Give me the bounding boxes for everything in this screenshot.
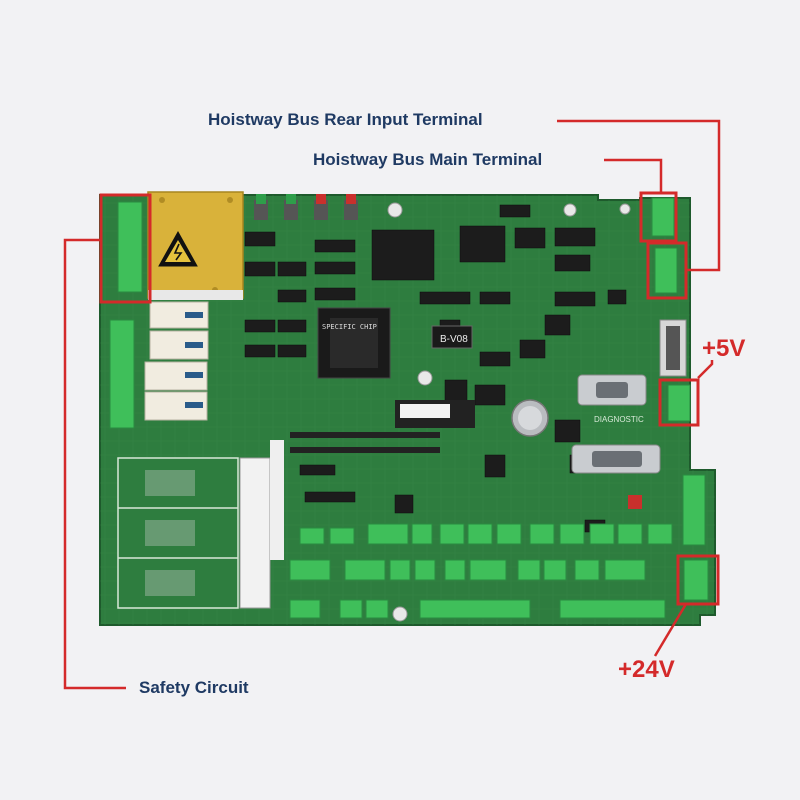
version-chip: B-V08 xyxy=(431,325,473,349)
coin-battery xyxy=(511,399,549,437)
safety-circuit-label: Safety Circuit xyxy=(139,678,249,697)
main-terminal-label: Hoistway Bus Main Terminal xyxy=(313,150,543,169)
version-chip-text: B-V08 xyxy=(440,334,468,345)
push-buttons xyxy=(254,194,642,509)
safety-circuit-leader-line xyxy=(63,238,126,690)
rear-input-terminal-label: Hoistway Bus Rear Input Terminal xyxy=(208,110,483,129)
plus-5v-leader-line xyxy=(697,360,714,379)
plus-24v-leader-line xyxy=(653,603,688,657)
main-terminal-leader-line xyxy=(604,158,663,193)
diagnostic-label: DIAGNOSTIC xyxy=(594,415,644,424)
right-terminal-blocks xyxy=(651,197,709,601)
db15-connector xyxy=(571,444,661,474)
db9-connector xyxy=(577,374,647,406)
plus-24v-callout-box xyxy=(676,554,720,606)
integrated-circuits xyxy=(244,204,627,533)
safety-circuit-callout-box xyxy=(99,193,152,304)
main-terminal-callout-box xyxy=(639,191,678,243)
rear-input-leader-line xyxy=(557,119,721,272)
ic-socket: SPECIFIC CHIP xyxy=(317,307,391,379)
relay-labels xyxy=(185,312,203,408)
relay-bank xyxy=(144,301,209,421)
safety-jumper-area xyxy=(117,440,284,609)
high-voltage-warning-icon xyxy=(158,230,198,267)
svg-text:SPECIFIC CHIP: SPECIFIC CHIP xyxy=(322,323,377,331)
ic-row-middle xyxy=(290,432,440,453)
plus-24v-label: +24V xyxy=(618,656,675,683)
eprom-chip xyxy=(395,400,475,428)
plus-5v-label: +5V xyxy=(702,335,746,362)
leader-lines xyxy=(63,119,721,690)
yellow-transformer xyxy=(147,191,244,300)
left-terminal-blocks xyxy=(109,201,143,429)
ribbon-header xyxy=(659,319,687,377)
bottom-terminal-blocks xyxy=(289,523,673,619)
mounting-holes xyxy=(387,202,631,622)
plus-5v-callout-box xyxy=(658,378,700,427)
